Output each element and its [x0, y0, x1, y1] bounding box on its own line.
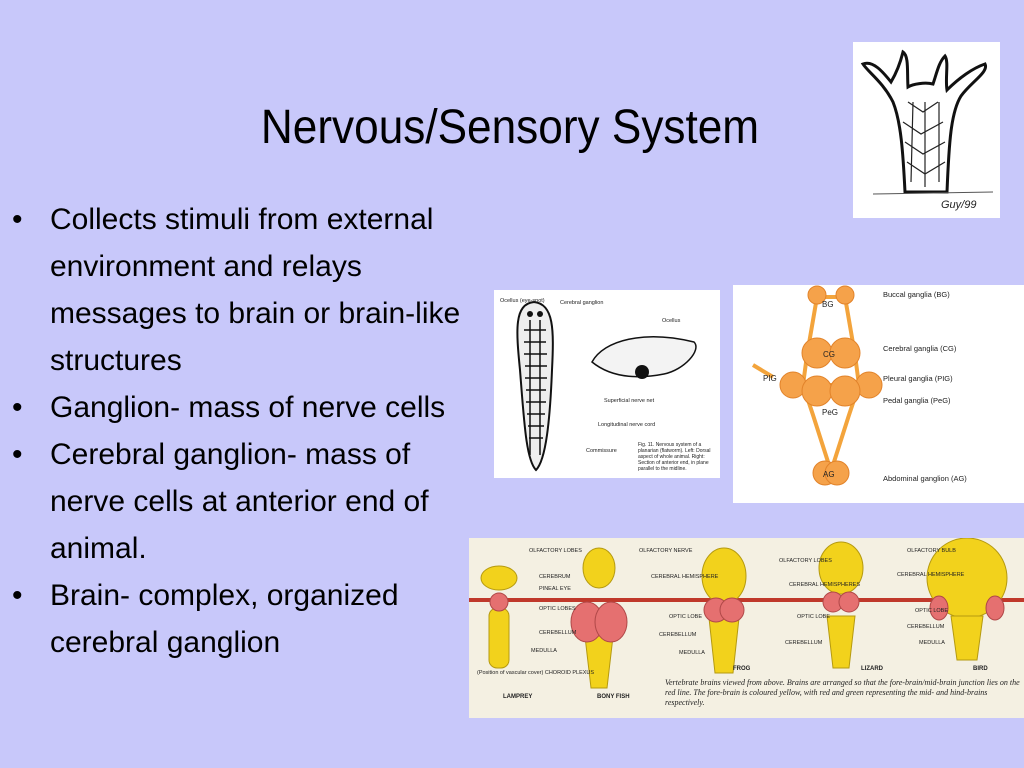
label-bird: BIRD	[973, 666, 988, 672]
hydra-drawing: Guy/99	[860, 49, 994, 211]
label-pleural: Pleural ganglia (PIG)	[883, 374, 953, 383]
bullet-item: • Ganglion- mass of nerve cells	[0, 384, 490, 431]
bullet-marker: •	[12, 438, 23, 471]
label-cerebellum-3: CEREBELLUM	[785, 640, 823, 646]
bullet-item: • Brain- complex, organized cerebral gang…	[0, 572, 490, 666]
label-commissure: Commissure	[586, 448, 617, 454]
label-bg: BG	[822, 300, 834, 309]
bullet-marker: •	[12, 203, 23, 236]
label-frog: FROG	[733, 666, 751, 672]
vertebrate-caption: Vertebrate brains viewed from above. Bra…	[665, 678, 1020, 707]
label-superficial-nerve-net: Superficial nerve net	[604, 398, 655, 404]
planarian-image: Ocellus (eye-spot) Cerebral ganglion Oce…	[494, 290, 720, 478]
label-optic-lobe-3: OPTIC LOBE	[915, 608, 948, 614]
hydra-signature: Guy/99	[941, 199, 976, 211]
bullet-marker: •	[12, 579, 23, 612]
label-olfactory-bulb: OLFACTORY BULB	[907, 548, 956, 554]
label-cerebrum: CEREBRUM	[539, 574, 571, 580]
label-pineal-eye: PINEAL EYE	[539, 586, 571, 592]
label-cerebral-hemispheres: CEREBRAL HEMISPHERES	[789, 582, 860, 588]
label-cerebral-hemisphere: CEREBRAL HEMISPHERE	[651, 574, 719, 580]
label-pig: PIG	[763, 374, 777, 383]
label-medulla-3: MEDULLA	[919, 640, 945, 646]
label-cerebellum-4: CEREBELLUM	[907, 624, 945, 630]
label-olfactory-lobes: OLFACTORY LOBES	[529, 548, 582, 554]
label-olfactory-nerve: OLFACTORY NERVE	[639, 548, 693, 554]
label-cerebellum-2: CEREBELLUM	[659, 632, 697, 638]
vertebrate-brains-drawing: OLFACTORY LOBES CEREBRUM PINEAL EYE OPTI…	[469, 538, 1024, 707]
label-ocellus: Ocellus	[662, 318, 681, 324]
label-cerebellum: CEREBELLUM	[539, 630, 577, 636]
label-choroid: (Position of vascular cover) CHOROID PLE…	[477, 670, 594, 676]
label-olfactory-lobes-2: OLFACTORY LOBES	[779, 558, 832, 564]
label-pedal: Pedal ganglia (PeG)	[883, 396, 951, 405]
label-buccal: Buccal ganglia (BG)	[883, 290, 950, 299]
label-cg: CG	[823, 350, 835, 359]
label-optic-lobes: OPTIC LOBES	[539, 606, 576, 612]
label-ocellus-eyespot: Ocellus (eye-spot)	[500, 298, 545, 304]
planarian-caption: Fig. 11. Nervous system of a planarian (…	[638, 442, 711, 472]
planarian-drawing: Ocellus (eye-spot) Cerebral ganglion Oce…	[500, 298, 711, 472]
label-abdominal: Abdominal ganglion (AG)	[883, 474, 967, 483]
label-medulla: MEDULLA	[531, 648, 557, 654]
label-optic-lobe-2: OPTIC LOBE	[797, 614, 830, 620]
bullet-list: • Collects stimuli from external environm…	[0, 196, 490, 666]
bullet-item: • Collects stimuli from external environm…	[0, 196, 490, 384]
bullet-text: Cerebral ganglion- mass of nerve cells a…	[50, 438, 429, 565]
label-cerebral-ganglion: Cerebral ganglion	[560, 300, 603, 306]
label-bony-fish: BONY FISH	[597, 694, 630, 700]
bullet-text: Ganglion- mass of nerve cells	[50, 391, 446, 424]
hydra-image: Guy/99	[853, 42, 1000, 218]
mollusc-ganglia-drawing: BG CG PIG PeG AG Buccal ganglia (BG) Cer…	[751, 285, 967, 486]
bullet-item: • Cerebral ganglion- mass of nerve cells …	[0, 431, 490, 572]
mollusc-ganglia-image: BG CG PIG PeG AG Buccal ganglia (BG) Cer…	[733, 285, 1024, 503]
label-cerebral: Cerebral ganglia (CG)	[883, 344, 957, 353]
label-peg: PeG	[822, 408, 838, 417]
bullet-text: Collects stimuli from external environme…	[50, 203, 461, 377]
label-lamprey: LAMPREY	[503, 694, 532, 700]
label-medulla-2: MEDULLA	[679, 650, 705, 656]
label-optic-lobe: OPTIC LOBE	[669, 614, 702, 620]
label-ag: AG	[823, 470, 835, 479]
vertebrate-brains-image: OLFACTORY LOBES CEREBRUM PINEAL EYE OPTI…	[469, 538, 1024, 718]
bullet-marker: •	[12, 391, 23, 424]
bullet-text: Brain- complex, organized cerebral gangl…	[50, 579, 399, 659]
label-longitudinal-nerve-cord: Longitudinal nerve cord	[598, 422, 655, 428]
label-cerebral-hemisphere-2: CEREBRAL HEMISPHERE	[897, 572, 965, 578]
slide-title: Nervous/Sensory System	[260, 101, 760, 154]
label-lizard: LIZARD	[861, 666, 884, 672]
